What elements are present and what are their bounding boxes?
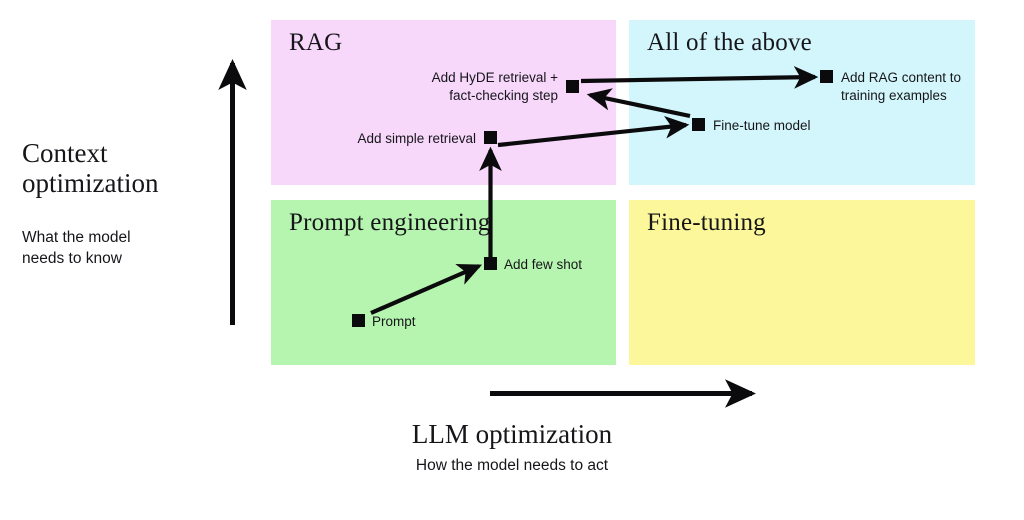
node-label-rag-training: Add RAG content to training examples xyxy=(841,70,962,103)
node-label-simple-retrieval: Add simple retrieval xyxy=(357,131,476,146)
node-few-shot[interactable] xyxy=(484,257,497,270)
x-axis-title: LLM optimization xyxy=(411,419,613,449)
quadrant-rag: RAG xyxy=(271,20,616,185)
quadrant-prompt-engineering: Prompt engineering xyxy=(271,200,616,365)
x-axis-subtitle: How the model needs to act xyxy=(415,457,609,474)
node-prompt[interactable] xyxy=(352,314,365,327)
quadrant-fine-tuning: Fine-tuning xyxy=(629,200,975,365)
y-axis-title: Context optimization xyxy=(22,138,159,199)
quadrant-label-rag: RAG xyxy=(289,29,343,56)
node-rag-training[interactable] xyxy=(820,70,833,83)
node-hyde[interactable] xyxy=(566,80,579,93)
y-axis-subtitle: What the model needs to know xyxy=(22,229,131,268)
node-label-fine-tune: Fine-tune model xyxy=(713,118,811,133)
node-label-few-shot: Add few shot xyxy=(504,257,583,272)
quadrant-label-all-of-the-above: All of the above xyxy=(647,29,812,56)
node-simple-retrieval[interactable] xyxy=(484,131,497,144)
node-fine-tune[interactable] xyxy=(692,118,705,131)
quadrant-label-fine-tuning: Fine-tuning xyxy=(647,209,766,236)
node-label-prompt: Prompt xyxy=(372,314,416,329)
node-label-hyde: Add HyDE retrieval + fact-checking step xyxy=(431,70,558,103)
quadrant-label-prompt-engineering: Prompt engineering xyxy=(289,209,491,236)
